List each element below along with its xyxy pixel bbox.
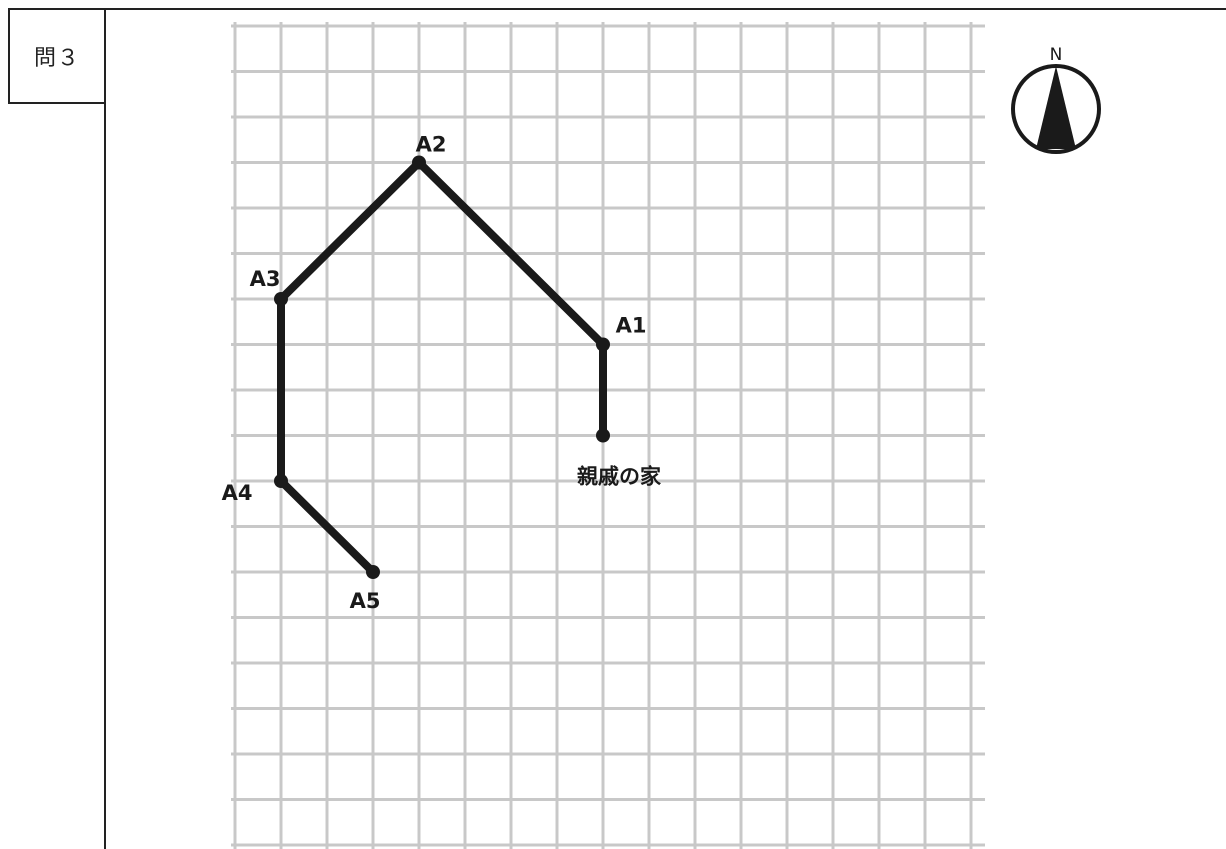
point-label-a4: A4 bbox=[222, 481, 253, 505]
point-label-house: 親戚の家 bbox=[577, 465, 662, 489]
frame-top-border bbox=[8, 8, 1226, 10]
route-point-a5 bbox=[366, 565, 380, 579]
point-label-a1: A1 bbox=[616, 314, 647, 338]
point-label-a5: A5 bbox=[350, 589, 381, 613]
label-box-bottom-border bbox=[8, 102, 106, 104]
route bbox=[277, 156, 607, 576]
point-label-a3: A3 bbox=[250, 267, 281, 291]
point-label-a2: A2 bbox=[416, 133, 447, 157]
question-number: 問３ bbox=[33, 46, 80, 71]
route-point-a4 bbox=[274, 474, 288, 488]
route-path-line bbox=[277, 156, 607, 576]
north-arrow-icon: N bbox=[1011, 45, 1101, 154]
route-point-a2 bbox=[412, 155, 426, 170]
compass-north-label: N bbox=[1050, 45, 1063, 65]
grid bbox=[231, 22, 985, 849]
frame-divider-border bbox=[104, 8, 106, 849]
route-points bbox=[274, 155, 610, 579]
route-point-a3 bbox=[274, 292, 288, 306]
route-point-a1 bbox=[596, 337, 610, 352]
route-point-house bbox=[596, 428, 610, 443]
frame-left-border bbox=[8, 8, 10, 102]
